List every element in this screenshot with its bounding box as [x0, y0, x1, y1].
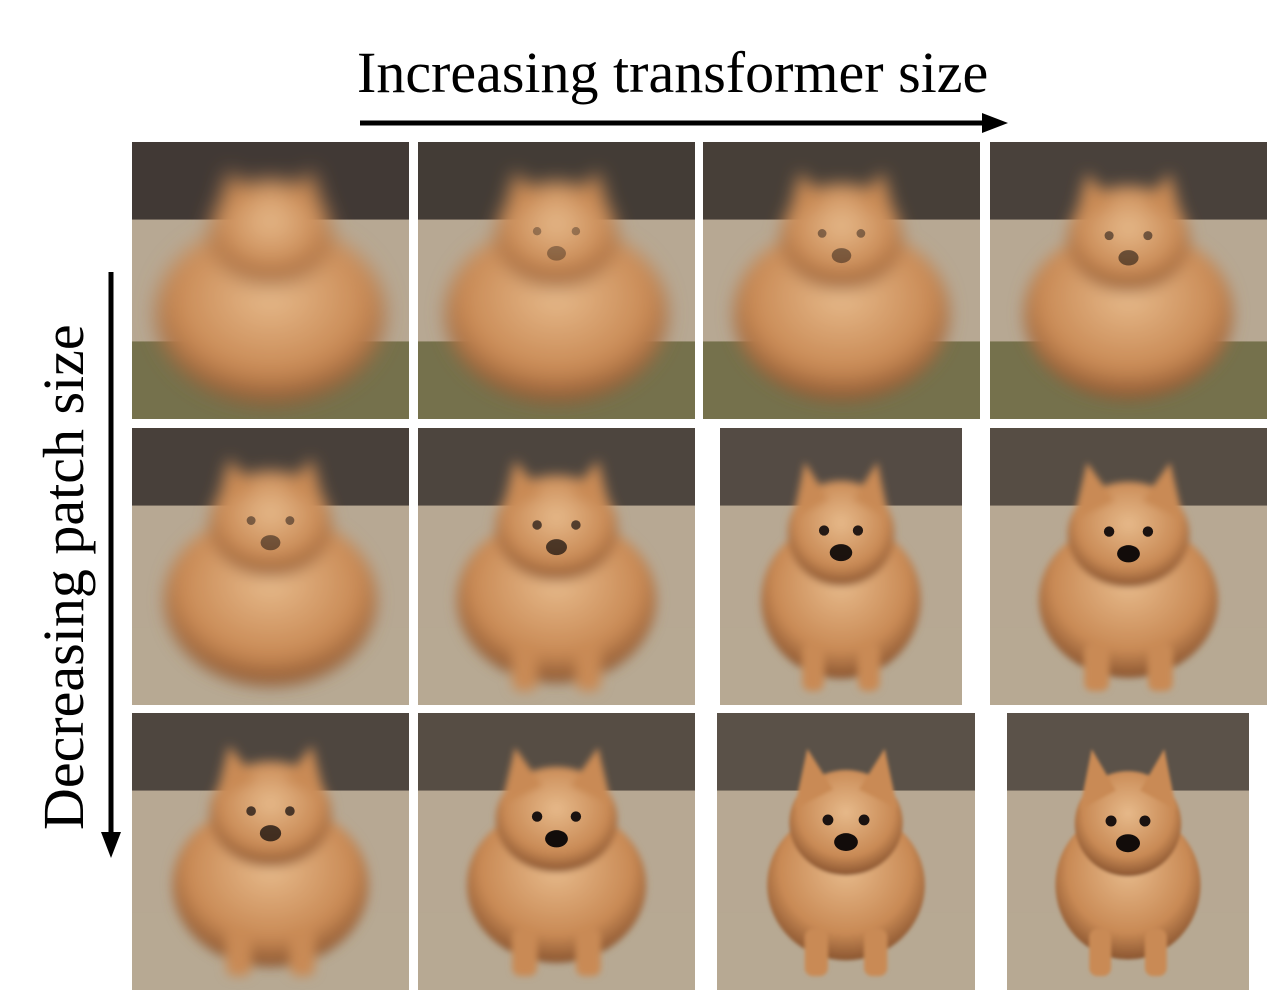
sample-image-r1-c4 — [990, 142, 1267, 419]
sample-image-r3-c1 — [132, 713, 409, 990]
dog-image-icon — [418, 142, 695, 419]
sample-image-r3-c4 — [1007, 713, 1249, 990]
sample-image-r2-c2 — [418, 428, 695, 705]
dog-image-icon — [418, 428, 695, 705]
dog-image-icon — [703, 142, 980, 419]
sample-image-r1-c3 — [703, 142, 980, 419]
dog-image-icon — [418, 713, 695, 990]
dog-image-icon — [990, 142, 1267, 419]
sample-image-r1-c2 — [418, 142, 695, 419]
dog-image-icon — [1007, 713, 1249, 990]
row-axis-arrow — [101, 272, 121, 858]
sample-image-r2-c4 — [990, 428, 1267, 705]
dog-image-icon — [132, 428, 409, 705]
column-axis-arrow — [360, 113, 1008, 133]
sample-image-r2-c1 — [132, 428, 409, 705]
sample-image-r3-c2 — [418, 713, 695, 990]
sample-image-r2-c3 — [720, 428, 962, 705]
column-axis-label: Increasing transformer size — [357, 40, 989, 105]
dog-image-icon — [717, 713, 975, 990]
sample-image-r3-c3 — [717, 713, 975, 990]
row-axis-label: Decreasing patch size — [31, 324, 96, 830]
dog-image-icon — [720, 428, 962, 705]
dog-image-icon — [990, 428, 1267, 705]
dog-image-icon — [132, 713, 409, 990]
sample-image-r1-c1 — [132, 142, 409, 419]
dog-image-icon — [132, 142, 409, 419]
